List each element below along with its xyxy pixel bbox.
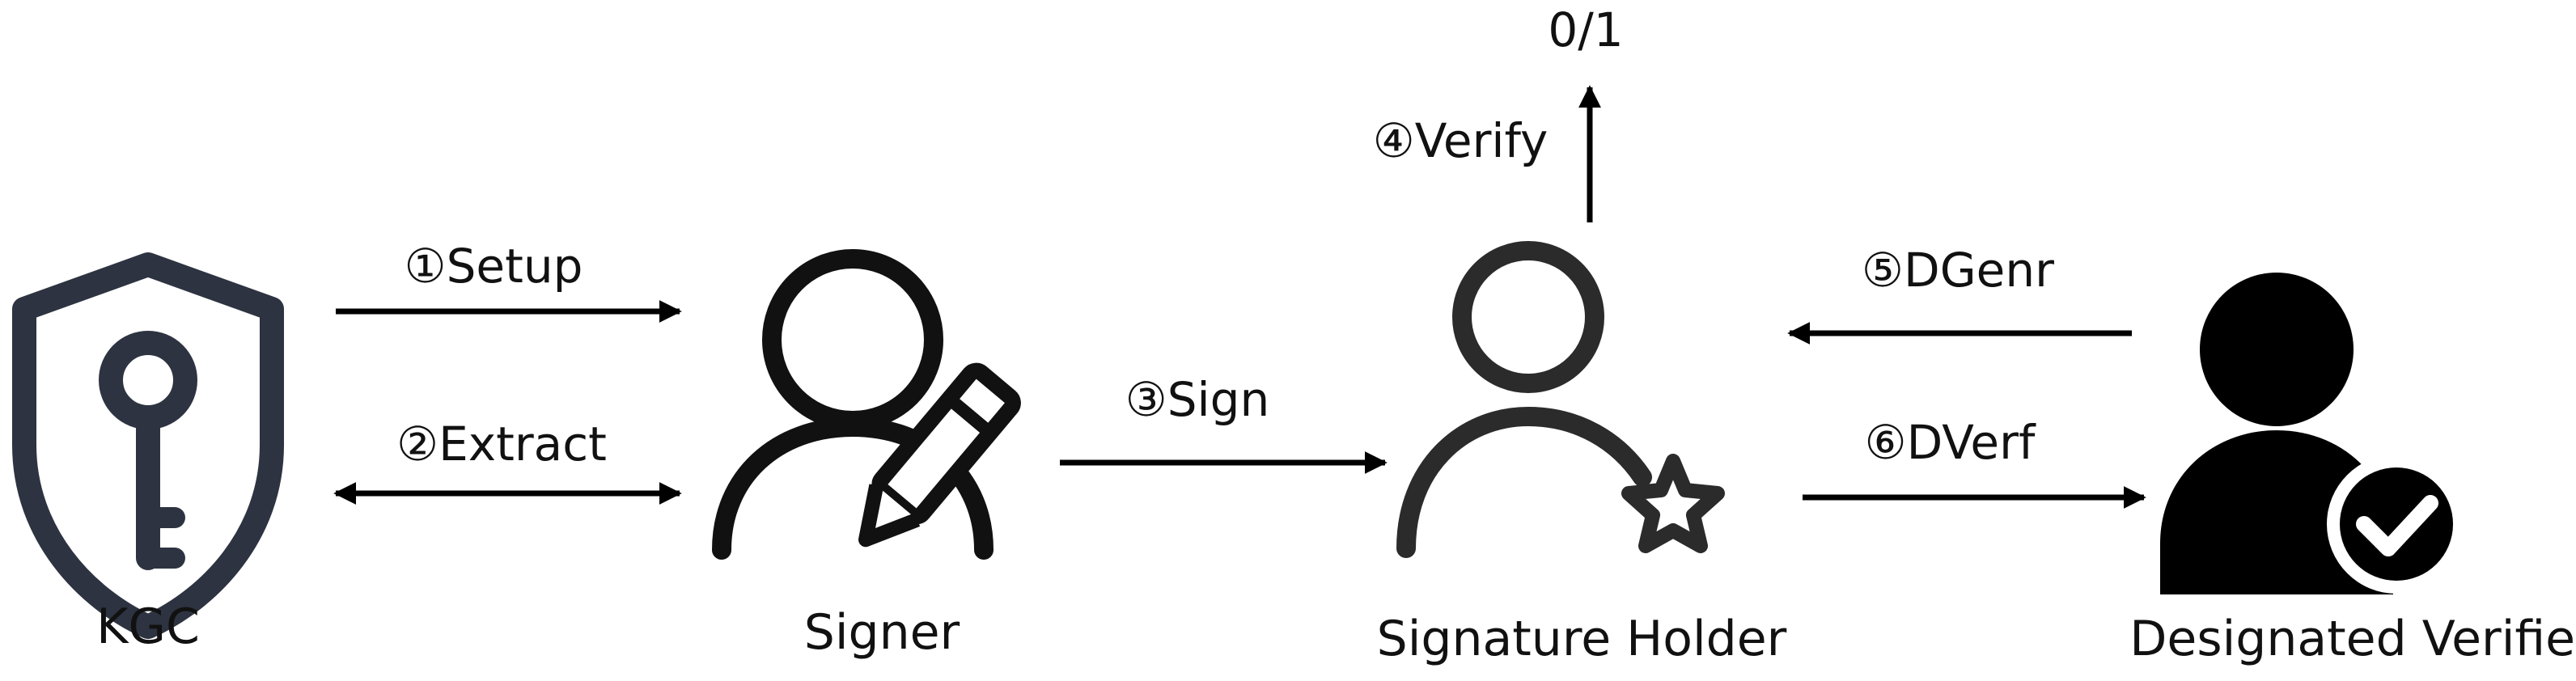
sign-label: ③Sign (1125, 372, 1270, 427)
signer-label: Signer (803, 604, 960, 661)
dverf-label: ⑥DVerf (1864, 415, 2036, 470)
verify-output: 0/1 (1548, 2, 1624, 57)
setup-label: ①Setup (404, 239, 583, 294)
shield-key-icon (12, 252, 284, 639)
verify-label: ④Verify (1372, 113, 1549, 168)
person-star-icon (1396, 241, 1725, 558)
kgc-label: KGC (96, 599, 200, 655)
extract-label: ②Extract (396, 417, 607, 472)
holder-label: Signature Holder (1376, 611, 1787, 667)
verifier-label: Designated Verifier (2129, 611, 2576, 667)
person-pencil-icon (712, 249, 1021, 560)
person-check-icon (2160, 273, 2466, 594)
dgenr-label: ⑤DGenr (1862, 243, 2054, 298)
